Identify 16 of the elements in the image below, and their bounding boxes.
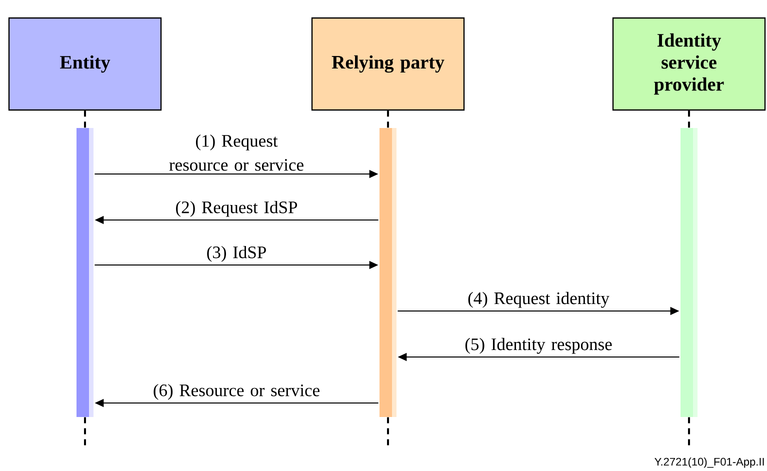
participant-box: Relying party [311, 17, 465, 111]
message-label: (1) Request resource or service [169, 134, 304, 171]
lifeline [387, 110, 389, 128]
lifeline [84, 110, 86, 128]
message-label: (5) Identity response [465, 338, 612, 354]
message-label: (6) Resource or service [154, 384, 320, 400]
activation-bar [76, 128, 94, 417]
activation-bar [380, 128, 396, 417]
message-label: (3) IdSP [207, 246, 266, 262]
message-label: (4) Request identity [468, 292, 610, 308]
participant-box: Identity service provider [612, 17, 766, 111]
message-label: (2) Request IdSP [176, 200, 298, 217]
lifeline [688, 110, 690, 128]
participant-box: Entity [8, 17, 162, 111]
activation-bar [680, 128, 698, 417]
figure-id: Y.2721(10)_F01-App.II [654, 458, 764, 468]
